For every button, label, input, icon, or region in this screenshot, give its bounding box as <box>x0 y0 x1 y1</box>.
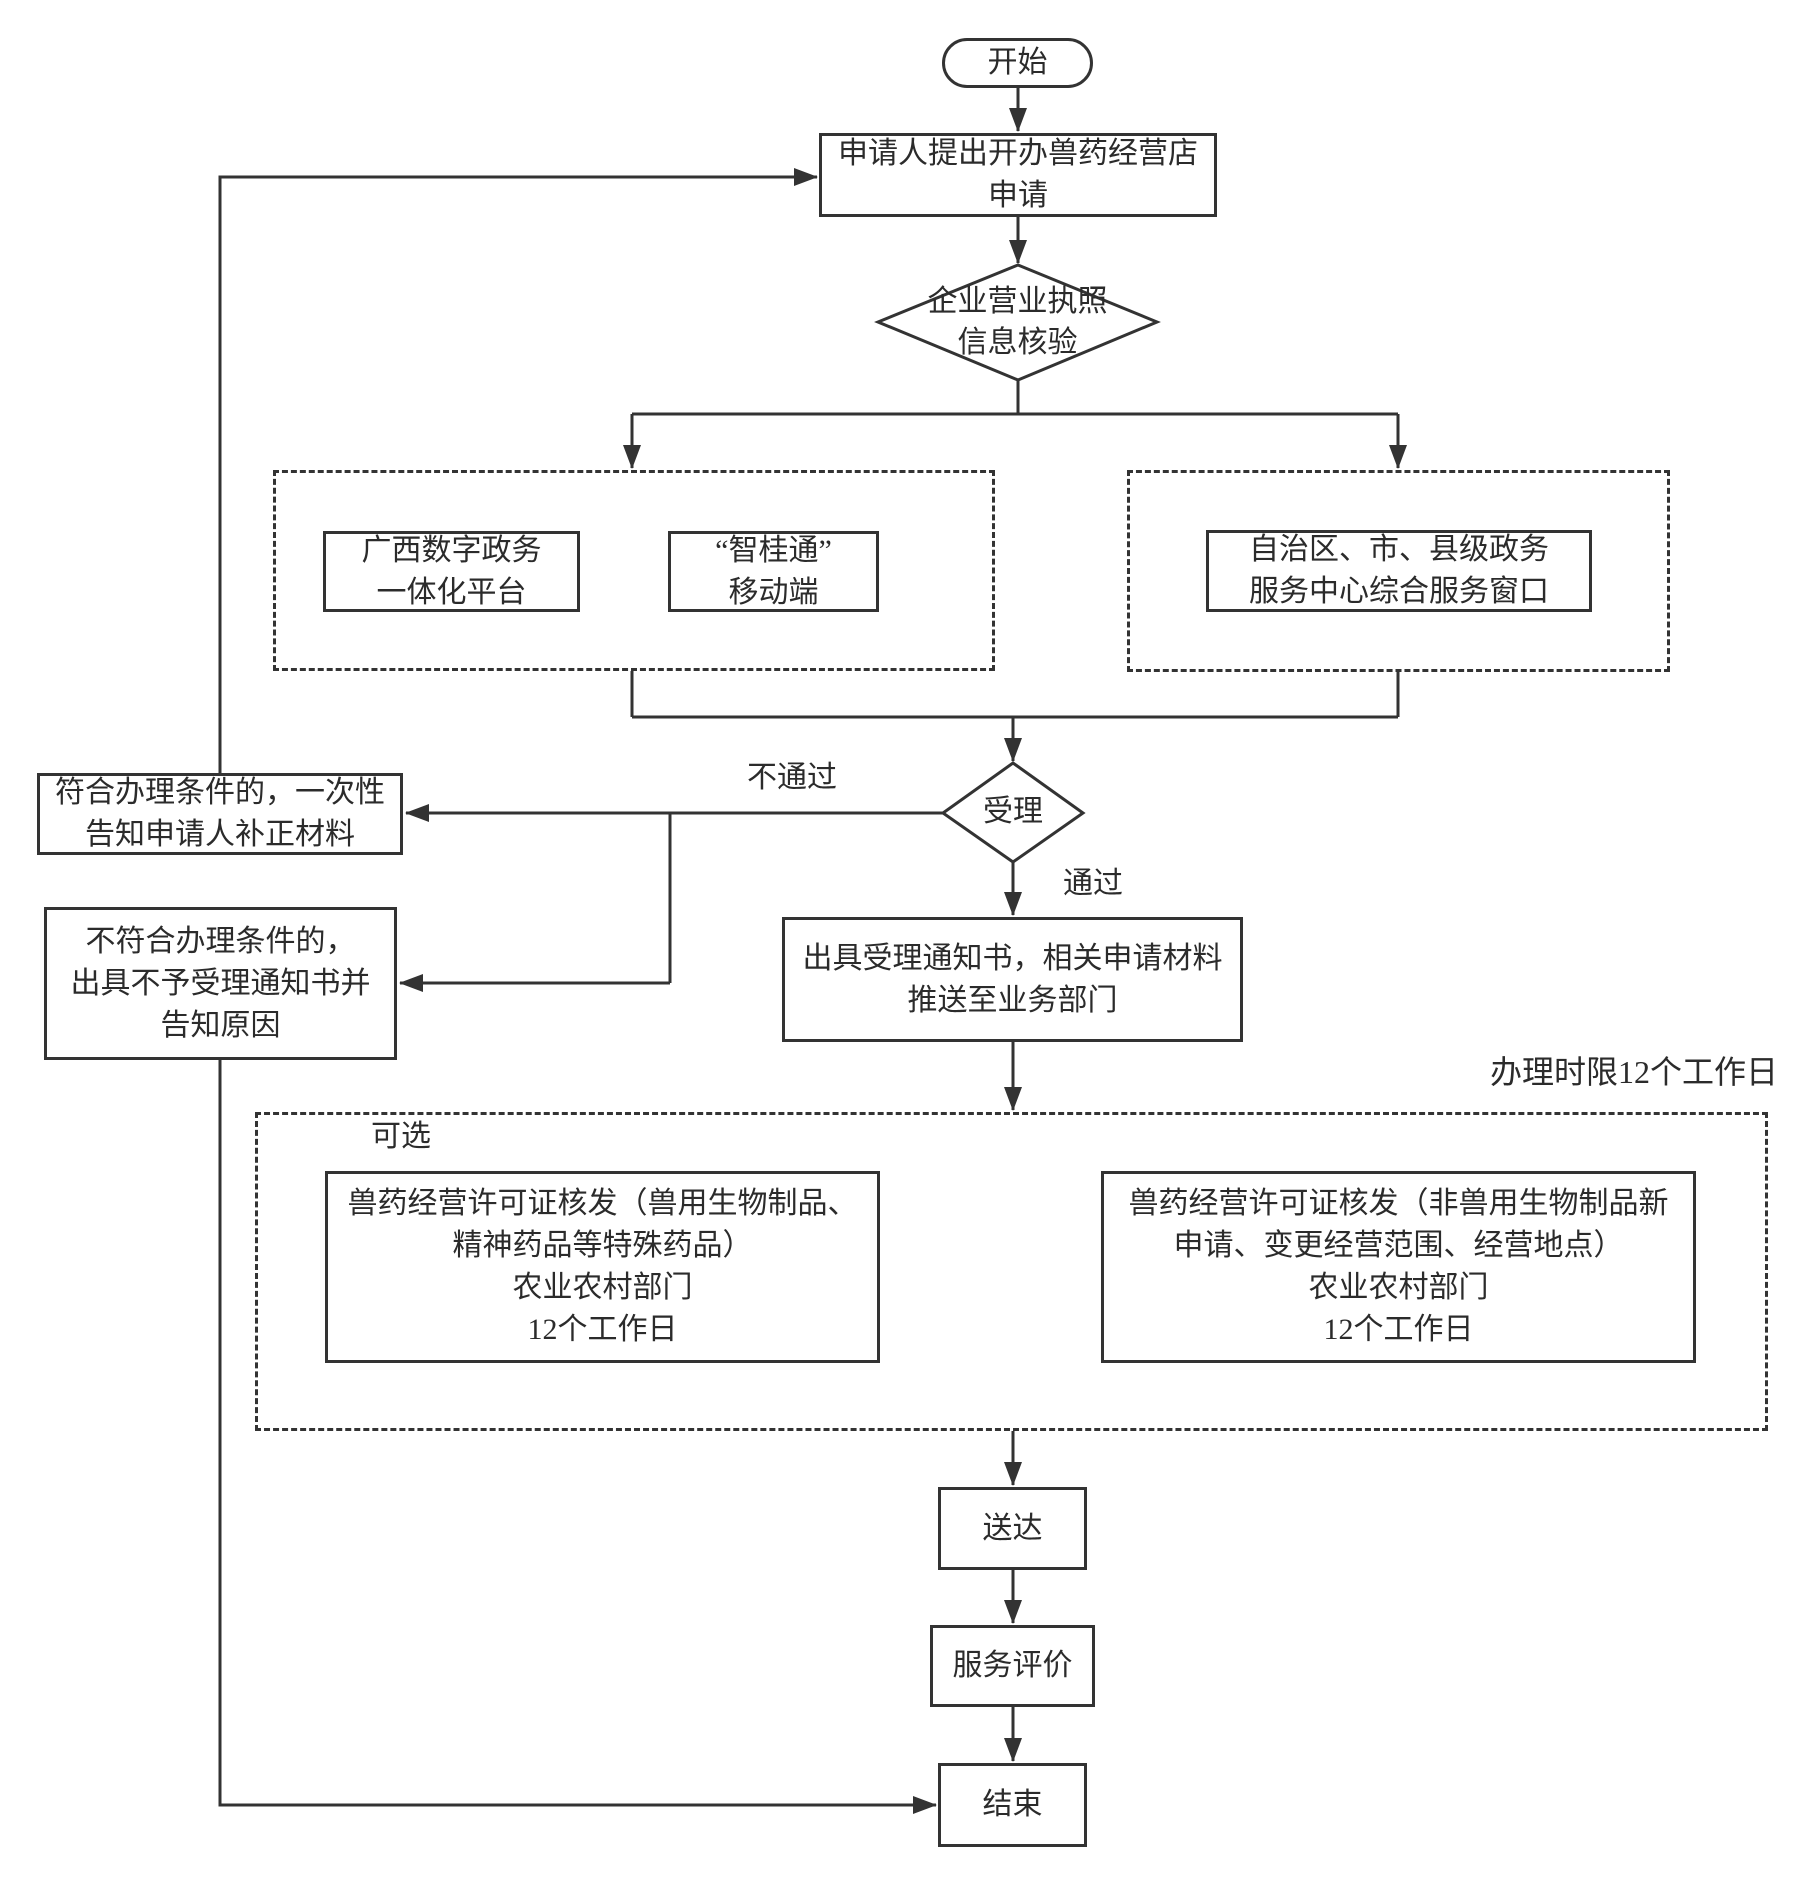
acceptance-notice-node: 出具受理通知书，相关申请材料 推送至业务部门 <box>782 917 1243 1042</box>
end-node: 结束 <box>938 1763 1087 1847</box>
optional-label: 可选 <box>371 1120 431 1153</box>
apply-node: 申请人提出开办兽药经营店 申请 <box>819 133 1217 217</box>
platform-node: 广西数字政务 一体化平台 <box>323 531 580 612</box>
deliver-node: 送达 <box>938 1487 1087 1570</box>
online-channel-group <box>273 470 995 671</box>
option-special-node: 兽药经营许可证核发（兽用生物制品、 精神药品等特殊药品） 农业农村部门 12个工… <box>325 1171 880 1363</box>
optional-group <box>255 1112 1768 1431</box>
supplement-notice-node: 符合办理条件的，一次性 告知申请人补正材料 <box>37 773 403 855</box>
pass-label: 通过 <box>1063 867 1123 900</box>
option-general-node: 兽药经营许可证核发（非兽用生物制品新 申请、变更经营范围、经营地点） 农业农村部… <box>1101 1171 1696 1363</box>
time-limit-label: 办理时限12个工作日 <box>1490 1054 1779 1090</box>
rejection-notice-node: 不符合办理条件的， 出具不予受理通知书并 告知原因 <box>44 907 397 1060</box>
evaluation-node: 服务评价 <box>930 1625 1095 1707</box>
service-window-node: 自治区、市、县级政务 服务中心综合服务窗口 <box>1206 530 1592 612</box>
start-node: 开始 <box>942 38 1093 88</box>
mobile-node: “智桂通” 移动端 <box>668 531 879 612</box>
service-window-group <box>1127 470 1670 672</box>
fail-label: 不通过 <box>747 761 837 794</box>
